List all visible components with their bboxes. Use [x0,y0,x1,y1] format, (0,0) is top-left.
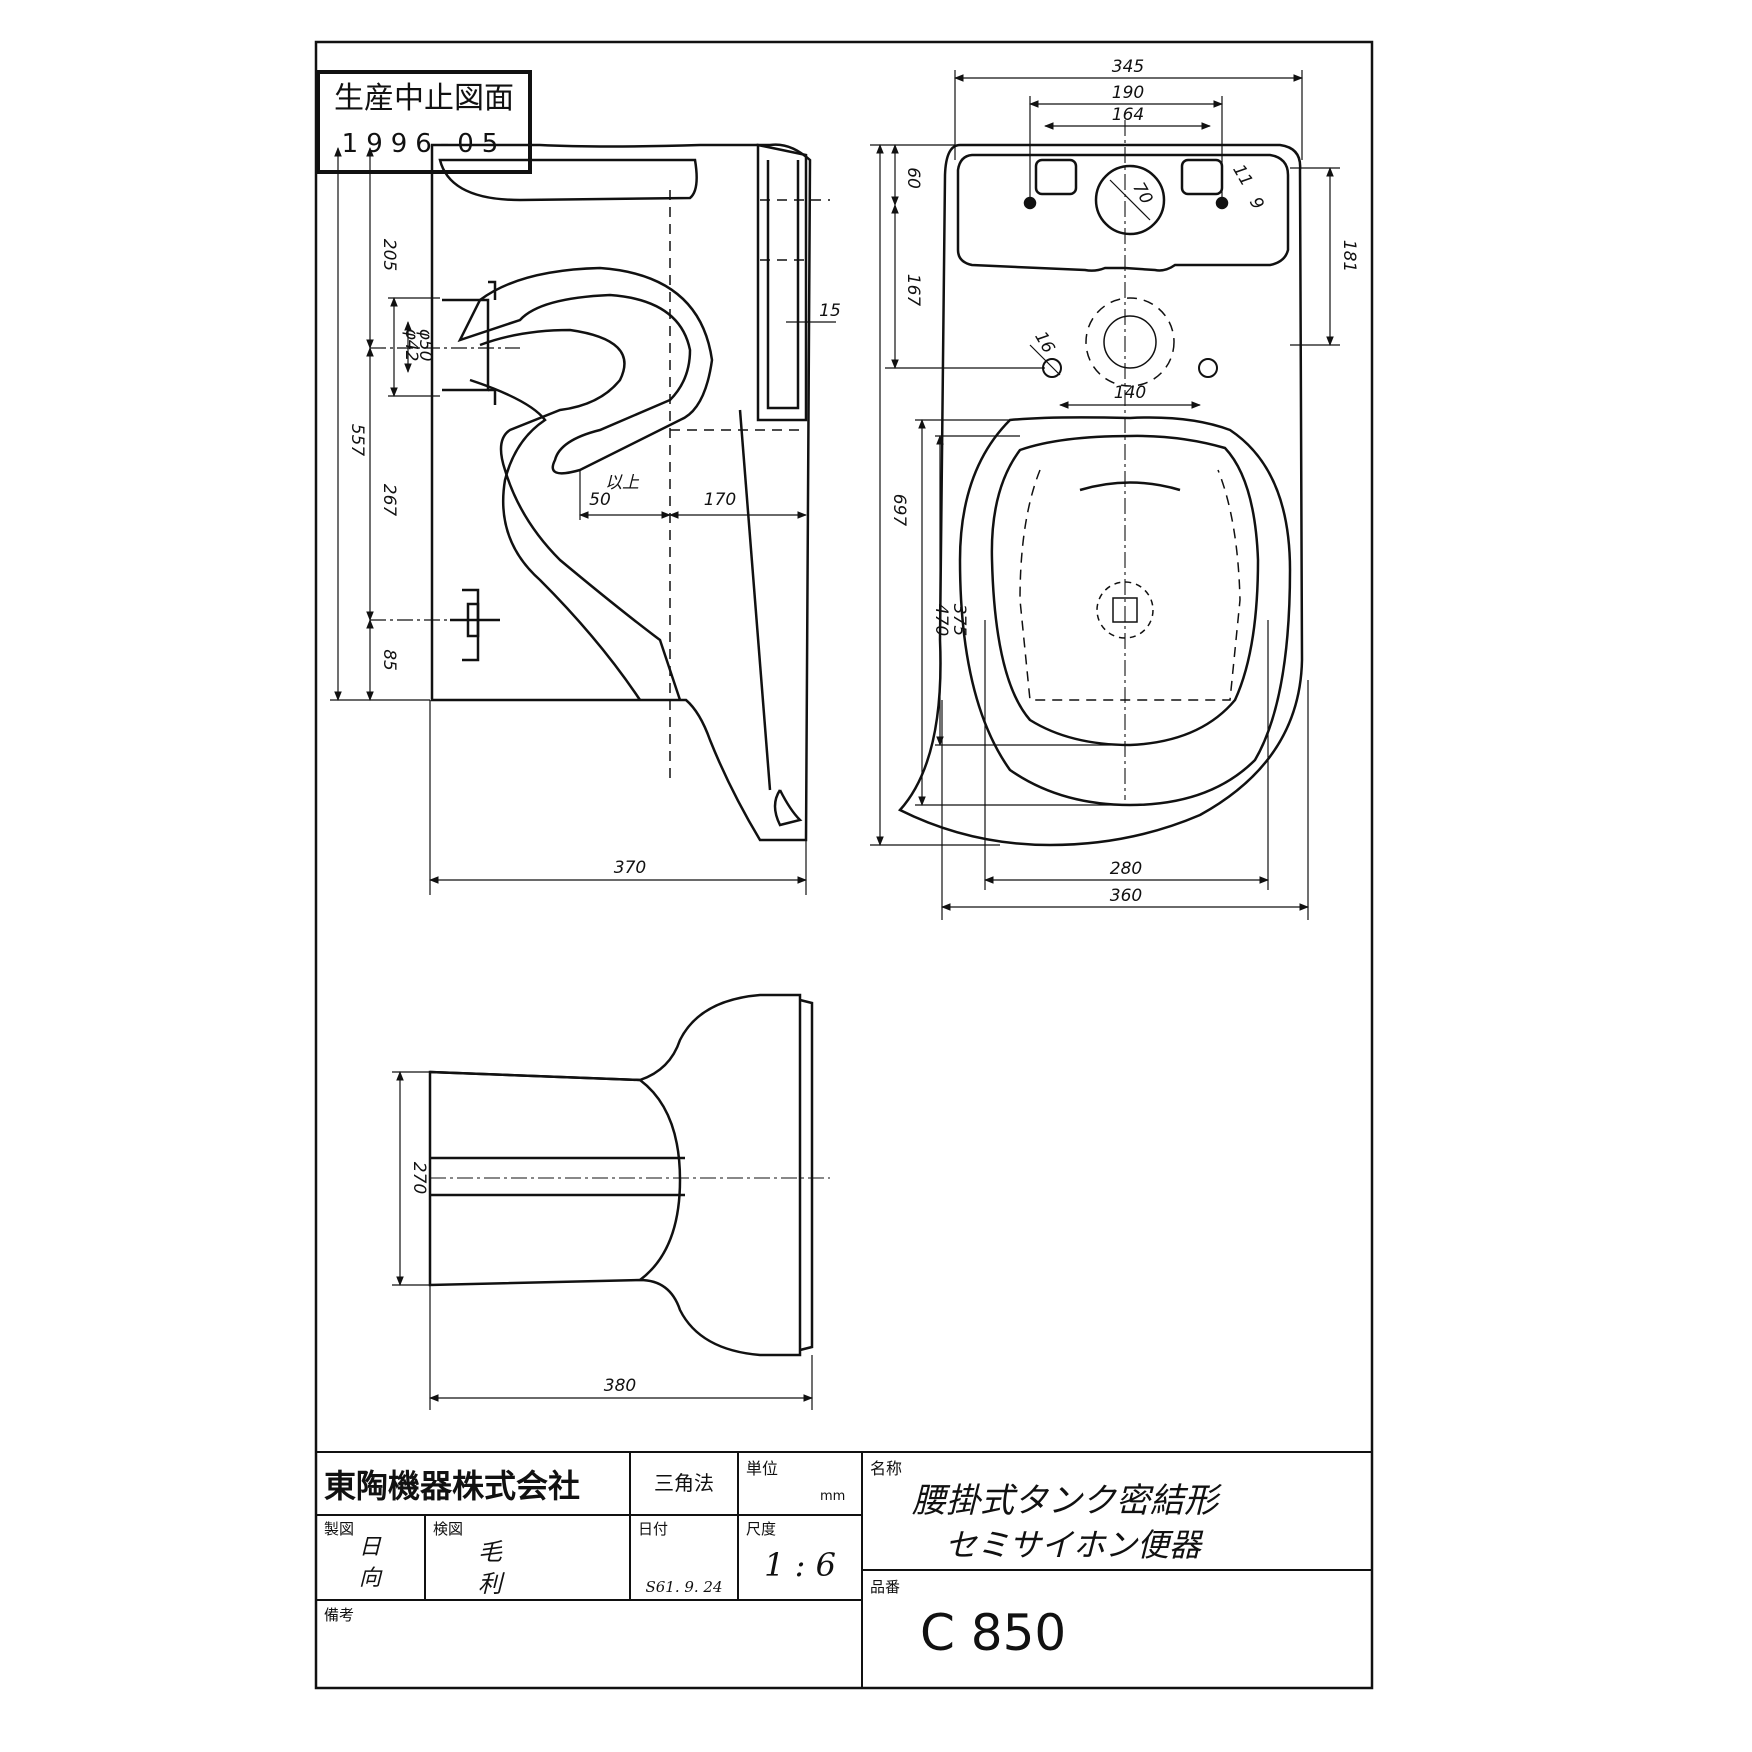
dim-opening-width: 280 [1110,859,1142,879]
dim-pipe-b: φ42 [401,329,421,362]
dim-total-height: 557 [347,424,367,457]
top-plan-view [897,120,1304,847]
dim-inner-spacing: 164 [1112,105,1144,125]
dim-seat-length: 470 [931,604,951,636]
projection-method: 三角法 [654,1471,714,1495]
dim-tank-front: 167 [903,274,923,307]
dim-opening-length: 375 [949,604,969,636]
dim-upper: 205 [379,239,399,271]
unit-label: 単位 [746,1459,778,1478]
scale-value: 1 : 6 [764,1546,836,1584]
product-name-line2: セミサイホン便器 [945,1526,1204,1564]
stamp-title: 生産中止図面 [334,81,514,116]
checked-by-2: 利 [478,1570,505,1598]
unit-value: mm [820,1489,845,1504]
dim-bowl-depth: 170 [704,490,736,510]
sheet-border [314,40,1374,1690]
title-block-text: 東陶機器株式会社 三角法 単位 mm 名称 腰掛式タンク密結形 セミサイホン便器… [324,1459,1222,1662]
front-dimension-labels: 270 380 [409,1162,636,1396]
top-dimensions [870,70,1340,920]
remarks-label: 備考 [324,1606,354,1624]
side-section-view [370,143,830,842]
drawn-label: 製図 [324,1520,354,1538]
side-dimensions [330,147,836,895]
dim-front-width: 380 [604,1376,636,1396]
title-block [316,1451,1372,1688]
name-label: 名称 [870,1459,902,1478]
dim-bolt-spacing: 140 [1114,383,1146,403]
dim-bolt-hole: 16 [1030,328,1058,357]
drawn-by-1: 日 [359,1535,382,1560]
dim-overall-width: 345 [1112,57,1144,77]
date-label: 日付 [638,1520,668,1538]
dim-side-width: 370 [614,858,646,878]
dim-bowl-length: 697 [889,494,909,527]
front-dimensions [392,1071,813,1410]
dim-tank-depth: 60 [903,167,923,189]
dim-hole-dia: 70 [1128,179,1156,208]
drawn-by-2: 向 [359,1566,383,1591]
dim-lower: 267 [379,484,399,517]
dim-base: 85 [379,649,399,671]
company-name: 東陶機器株式会社 [324,1467,580,1505]
product-number: C 850 [920,1604,1066,1662]
dim-bolt-a: 11 [1228,161,1256,190]
dim-bolt-b: 9 [1245,194,1268,213]
dim-front-height: 270 [409,1162,429,1194]
dim-hole-spacing: 190 [1112,83,1144,103]
discontinued-stamp: 生産中止図面 1996-05 [316,70,532,174]
checked-label: 検図 [433,1520,463,1538]
dim-pipe-a: φ50 [415,329,435,362]
dim-wall-gap: 15 [819,301,841,321]
date-value: S61. 9. 24 [645,1578,722,1596]
dim-bowl-width: 360 [1110,886,1142,906]
checked-by-1: 毛 [478,1538,503,1566]
product-number-label: 品番 [870,1578,900,1596]
product-name-line1: 腰掛式タンク密結形 [912,1481,1222,1521]
side-dimension-labels: 557 205 φ50 φ42 267 85 50 以上 170 15 370 [347,239,841,878]
dim-tank-height: 181 [1339,240,1359,272]
scale-label: 尺度 [746,1520,776,1538]
dim-bowl-offset: 50 [589,490,611,510]
dim-bowl-offset-note: 以上 [605,473,640,493]
front-view [428,993,830,1357]
